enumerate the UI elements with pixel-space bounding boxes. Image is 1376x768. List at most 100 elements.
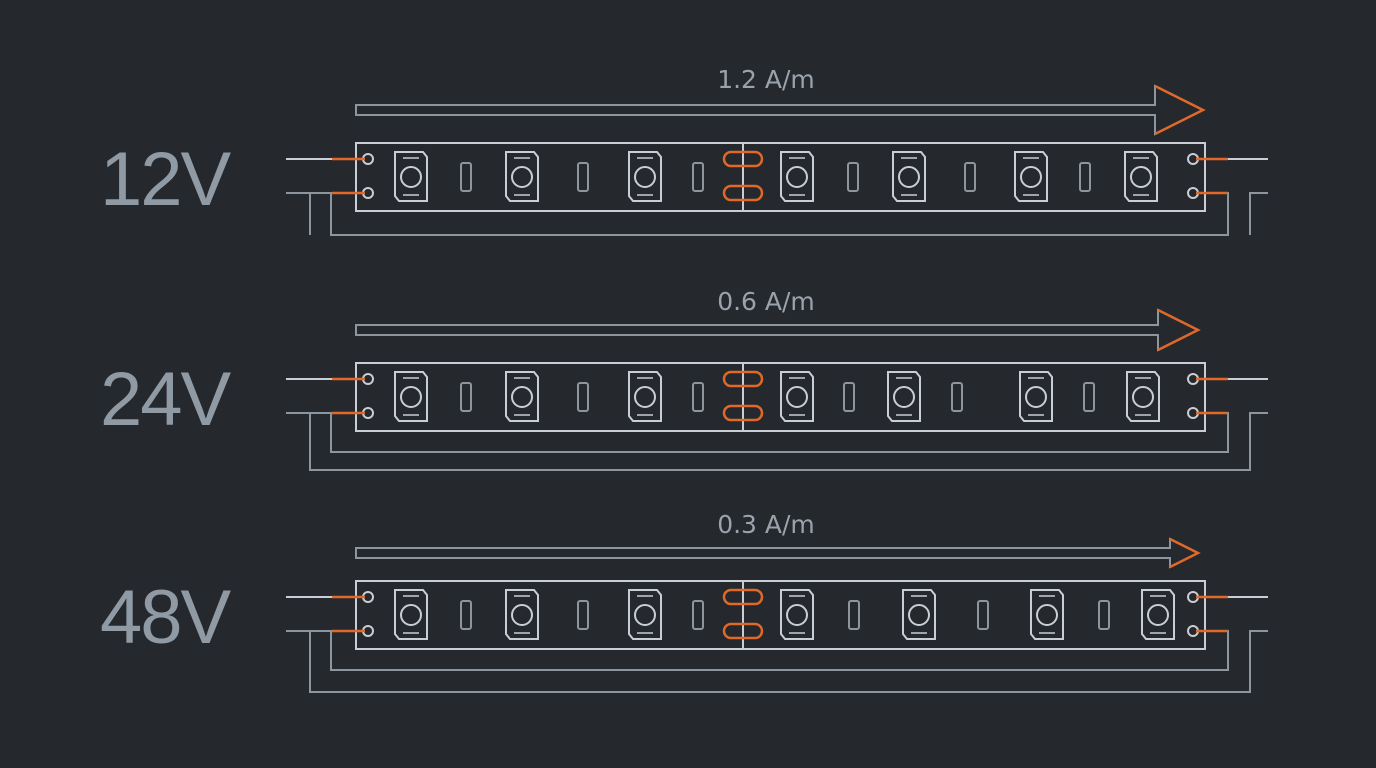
- led-lens: [1020, 166, 1042, 188]
- strip-row-12v: [286, 84, 1268, 236]
- led-chip-icon: [780, 151, 814, 202]
- led-package: [892, 151, 926, 202]
- led-package: [628, 371, 662, 422]
- led-lens: [908, 604, 930, 626]
- led-lens: [893, 386, 915, 408]
- current-label-48v: 0.3 A/m: [717, 510, 815, 539]
- led-package: [394, 151, 428, 202]
- cut-pad-bottom: [722, 184, 764, 202]
- led-package: [902, 589, 936, 640]
- arrow-head-icon: [1157, 308, 1201, 352]
- current-label-24v: 0.6 A/m: [717, 287, 815, 316]
- led-lens: [400, 604, 422, 626]
- led-lens: [1036, 604, 1058, 626]
- led-chip-icon: [505, 589, 539, 640]
- led-lens: [1147, 604, 1169, 626]
- led-chip-icon: [780, 589, 814, 640]
- strip-row-24v: [286, 308, 1268, 471]
- resistor-icon: [1079, 162, 1091, 192]
- led-chip-icon: [628, 589, 662, 640]
- lead-left: [332, 157, 365, 195]
- return-wire-outer: [286, 192, 1268, 235]
- voltage-label-12v: 12V: [100, 137, 231, 222]
- resistor-icon: [460, 162, 472, 192]
- led-lens: [786, 604, 808, 626]
- led-package: [505, 589, 539, 640]
- resistor-icon: [977, 600, 989, 630]
- led-chip-icon: [1019, 371, 1053, 422]
- led-lens: [1130, 166, 1152, 188]
- resistor-icon: [577, 382, 589, 412]
- led-package: [505, 371, 539, 422]
- resistor-icon: [460, 382, 472, 412]
- led-chip-icon: [394, 151, 428, 202]
- led-package: [780, 151, 814, 202]
- led-lens: [634, 166, 656, 188]
- cut-pad-top: [722, 370, 764, 388]
- led-chip-icon: [505, 371, 539, 422]
- led-package: [780, 371, 814, 422]
- led-package: [780, 589, 814, 640]
- led-chip-icon: [902, 589, 936, 640]
- led-package: [1019, 371, 1053, 422]
- cut-pad-top: [722, 588, 764, 606]
- cut-pad-bottom: [722, 404, 764, 422]
- led-chip-icon: [628, 151, 662, 202]
- lead-left: [332, 377, 365, 415]
- resistor-icon: [692, 382, 704, 412]
- led-lens: [1132, 386, 1154, 408]
- lead-left: [332, 595, 365, 633]
- cut-pad-bottom: [722, 622, 764, 640]
- led-chip-icon: [505, 151, 539, 202]
- resistor-icon: [964, 162, 976, 192]
- resistor-icon: [1098, 600, 1110, 630]
- led-chip-icon: [1126, 371, 1160, 422]
- led-chip-icon: [1124, 151, 1158, 202]
- resistor-icon: [951, 382, 963, 412]
- led-chip-icon: [780, 371, 814, 422]
- resistor-icon: [460, 600, 472, 630]
- led-package: [1030, 589, 1064, 640]
- return-wire-outer: [286, 630, 1268, 693]
- led-lens: [786, 386, 808, 408]
- led-lens: [511, 166, 533, 188]
- led-package: [394, 371, 428, 422]
- led-package: [1126, 371, 1160, 422]
- led-lens: [1025, 386, 1047, 408]
- resistor-icon: [692, 162, 704, 192]
- resistor-icon: [1083, 382, 1095, 412]
- led-package: [1014, 151, 1048, 202]
- led-chip-icon: [394, 371, 428, 422]
- led-package: [1124, 151, 1158, 202]
- led-package: [1141, 589, 1175, 640]
- led-chip-icon: [1014, 151, 1048, 202]
- led-chip-icon: [628, 371, 662, 422]
- arrow-head-icon: [1154, 84, 1206, 136]
- led-package: [628, 151, 662, 202]
- led-chip-icon: [1141, 589, 1175, 640]
- cut-pad-top: [722, 150, 764, 168]
- led-chip-icon: [892, 151, 926, 202]
- resistor-icon: [692, 600, 704, 630]
- resistor-icon: [577, 162, 589, 192]
- led-package: [887, 371, 921, 422]
- lead-right: [1196, 595, 1228, 633]
- voltage-label-48v: 48V: [100, 575, 231, 660]
- return-wire-outer: [286, 412, 1268, 471]
- led-package: [628, 589, 662, 640]
- led-lens: [511, 604, 533, 626]
- voltage-label-24v: 24V: [100, 357, 231, 442]
- strip-row-48v: [286, 537, 1268, 693]
- led-package: [394, 589, 428, 640]
- resistor-icon: [847, 162, 859, 192]
- lead-right: [1196, 377, 1228, 415]
- current-arrow: [355, 537, 1201, 569]
- resistor-icon: [843, 382, 855, 412]
- arrow-head-icon: [1169, 537, 1201, 569]
- led-chip-icon: [394, 589, 428, 640]
- led-lens: [400, 166, 422, 188]
- led-lens: [511, 386, 533, 408]
- lead-right: [1196, 157, 1228, 195]
